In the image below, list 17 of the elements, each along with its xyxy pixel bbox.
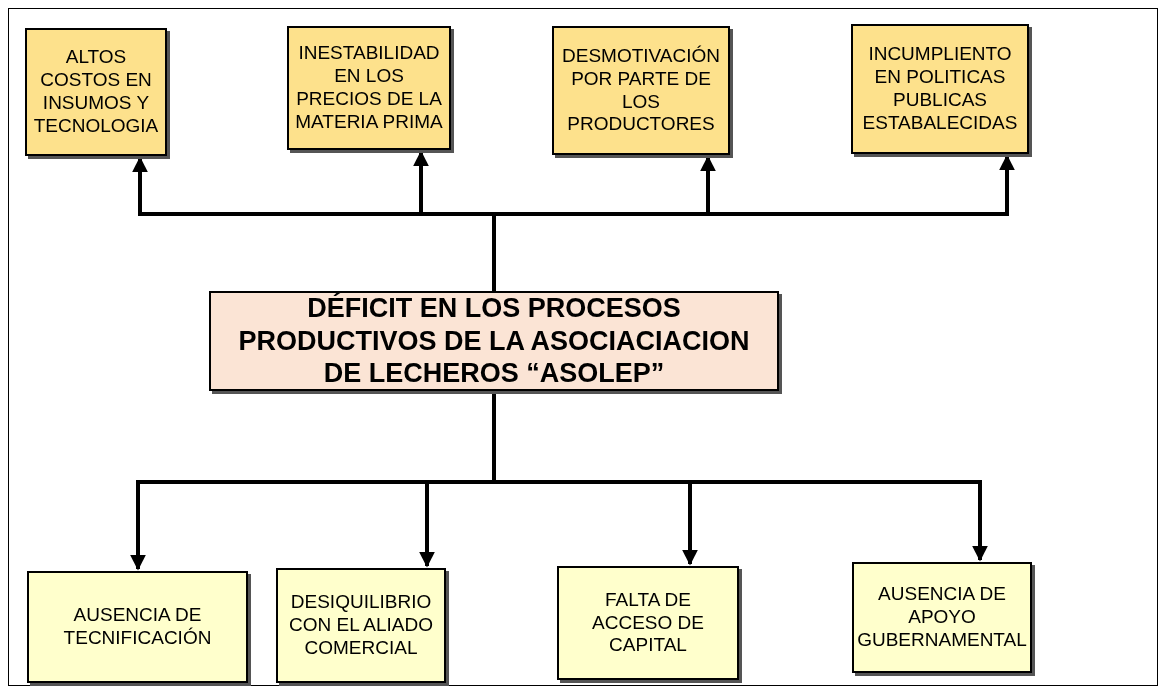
cause-box [27, 571, 248, 683]
cause-box [276, 568, 446, 683]
problem-text: DÉFICIT EN LOS PROCESOS PRODUCTIVOS DE LA ASOCIACIACION DE LECHEROS “ASOLEP” [237, 292, 751, 390]
box-text: INESTABILIDAD EN LOS PRECIOS DE LA MATERIA PRIMA [294, 42, 444, 134]
box-text: DESIQUILIBRIO CON EL ALIADO COMERCIAL [288, 591, 434, 660]
effect-box [552, 26, 730, 155]
box-text: DESMOTIVACIÓN POR PARTE DE LOS PRODUCTORES [561, 44, 721, 137]
box-text: AUSENCIA DE TECNIFICACIÓN [62, 604, 213, 650]
effect-box [851, 24, 1029, 154]
box-text: INCUMPLIENTO EN POLITICAS PUBLICAS ESTABALECIDAS [861, 43, 1019, 135]
box-text: ALTOS COSTOS EN INSUMOS Y TECNOLOGIA [32, 46, 160, 138]
effect-box [287, 26, 451, 150]
box-text: AUSENCIA DE APOYO GUBERNAMENTAL [856, 583, 1028, 652]
cause-box [557, 566, 739, 680]
cause-box [852, 562, 1032, 673]
box-text: FALTA DE ACCESO DE CAPITAL [591, 588, 705, 658]
effect-box [25, 28, 167, 156]
